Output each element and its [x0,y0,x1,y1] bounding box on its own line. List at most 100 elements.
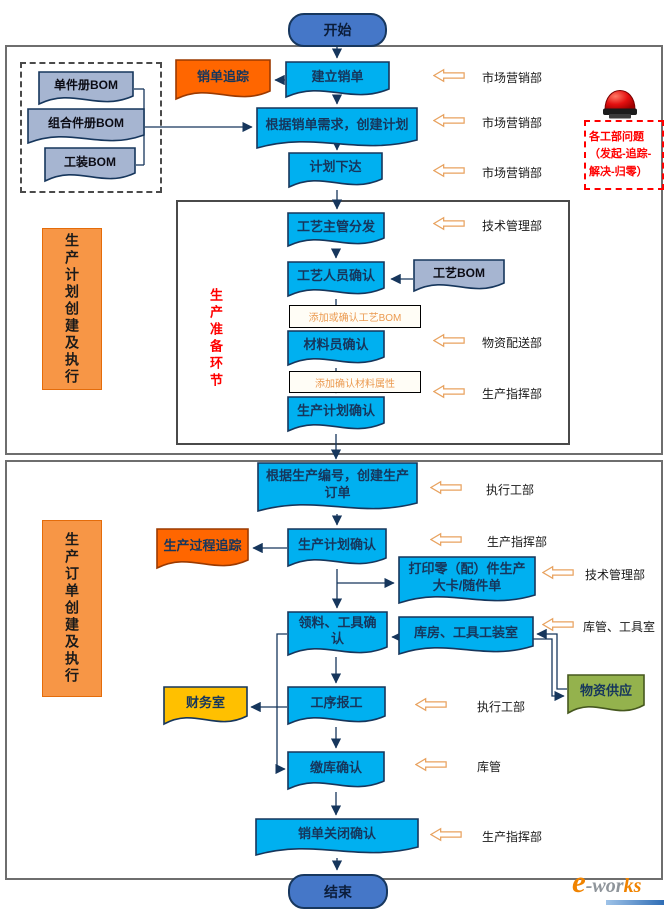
doc-process-bom-label: 工艺BOM [433,265,485,280]
dept-label-11: 执行工部 [477,700,526,714]
hollow-left-arrow-icon [430,532,462,547]
note-add-process-bom-label: 添加或确认工艺BOM [308,313,402,324]
hollow-left-arrow-icon [430,480,462,495]
doc-process-supervisor-distribute: 工艺主管分发 [287,212,385,249]
doc-create-sales-order-label: 建立销单 [311,68,364,84]
dept-label-3: 市场营销部 [482,166,543,180]
stage-bar-order-label: 生产订单创建及执行 [64,532,80,685]
doc-print-production-card-label: 打印零（配）件生产大卡/随件单 [408,561,526,593]
doc-production-plan-confirm-2: 生产计划确认 [287,528,387,569]
doc-bom-single-label: 单件册BOM [54,78,118,92]
doc-material-tool-confirm-label: 领料、工具确认 [298,614,377,646]
production-prep-frame [176,200,570,445]
doc-production-process-tracking-label: 生产过程追踪 [163,537,242,553]
doc-sales-order-close-confirm-label: 销单关闭确认 [297,826,376,842]
doc-material-tool-confirm: 领料、工具确认 [287,611,388,658]
stage-bar-plan: 生产计划创建及执行 [42,228,102,390]
doc-production-plan-confirm-1: 生产计划确认 [287,396,385,434]
doc-sales-order-tracking-label: 销单追踪 [196,68,249,84]
hollow-left-arrow-icon [433,384,465,399]
doc-create-plan: 根据销单需求，创建计划 [256,107,418,151]
doc-material-supply: 物资供应 [567,674,645,716]
start-label: 开始 [323,22,352,38]
doc-bom-tooling: 工装BOM [44,147,136,184]
doc-warehouse-submit-confirm-label: 缴库确认 [309,759,362,775]
doc-bom-tooling-label: 工装BOM [64,154,116,169]
doc-finance-office-label: 财务室 [185,694,225,710]
doc-material-supply-label: 物资供应 [579,683,632,699]
dept-arrow-5 [433,333,465,348]
doc-production-process-tracking: 生产过程追踪 [156,528,249,571]
dept-arrow-7 [430,480,462,495]
end-terminator: 结束 [288,874,388,909]
dept-arrow-3 [433,163,465,178]
doc-process-supervisor-distribute-label: 工艺主管分发 [296,218,375,234]
dept-label-4: 技术管理部 [482,219,543,233]
dept-label-2: 市场营销部 [482,116,543,130]
dept-label-5: 物资配送部 [482,336,543,350]
hollow-left-arrow-icon [415,757,447,772]
hollow-left-arrow-icon [433,216,465,231]
doc-plan-release-label: 计划下达 [309,159,362,175]
stage-bar-plan-label: 生产计划创建及执行 [64,232,80,386]
doc-warehouse-tool-room: 库房、工具工装室 [398,616,534,657]
section-order-frame [5,460,663,880]
dept-label-8: 生产指挥部 [487,535,548,549]
dept-label-10: 库管、工具室 [583,620,656,634]
dept-arrow-1 [433,68,465,83]
dept-arrow-12 [415,757,447,772]
stage-bar-order: 生产订单创建及执行 [42,520,102,697]
doc-print-production-card: 打印零（配）件生产大卡/随件单 [398,556,536,606]
dept-arrow-13 [430,827,462,842]
issue-note-label: 各工部问题（发起-追踪-解决-归零） [589,131,652,178]
eworks-logo-underline [606,900,664,905]
start-terminator: 开始 [288,13,387,47]
doc-create-plan-label: 根据销单需求，创建计划 [265,117,409,133]
dept-arrow-4 [433,216,465,231]
doc-material-clerk-confirm-label: 材料员确认 [303,337,369,353]
doc-material-clerk-confirm: 材料员确认 [287,330,385,368]
doc-production-plan-confirm-2-label: 生产计划确认 [297,536,376,552]
dept-arrow-9 [542,565,574,580]
dept-arrow-8 [430,532,462,547]
doc-process-staff-confirm-label: 工艺人员确认 [296,268,375,284]
eworks-logo-e: e [572,864,586,899]
doc-bom-single: 单件册BOM [38,71,134,107]
doc-finance-office: 财务室 [163,686,248,727]
doc-process-staff-confirm: 工艺人员确认 [287,261,385,299]
doc-sales-order-tracking: 销单追踪 [175,59,271,102]
doc-bom-combo: 组合件册BOM [27,108,145,146]
dept-label-13: 生产指挥部 [482,830,543,844]
note-add-material-attr-label: 添加确认材料属性 [315,378,395,390]
doc-sales-order-close-confirm: 销单关闭确认 [255,818,419,858]
doc-bom-combo-label: 组合件册BOM [48,116,124,130]
dept-label-7: 执行工部 [486,483,535,497]
dept-label-9: 技术管理部 [585,568,646,582]
dept-arrow-2 [433,113,465,128]
issue-note-box: 各工部问题（发起-追踪-解决-归零） [584,120,664,190]
note-add-process-bom: 添加或确认工艺BOM [289,305,421,328]
doc-process-work-report: 工序报工 [287,686,386,727]
hollow-left-arrow-icon [433,333,465,348]
doc-process-bom: 工艺BOM [413,259,505,294]
hollow-left-arrow-icon [433,113,465,128]
alarm-light-icon [597,70,643,125]
dept-label-12: 库管 [477,760,502,774]
hollow-left-arrow-icon [542,617,574,632]
eworks-logo-ks: ks [623,875,642,897]
note-add-material-attr: 添加确认材料属性 [289,371,421,393]
end-label: 结束 [324,883,352,900]
production-prep-label: 生产准备环节 [208,288,223,390]
doc-production-plan-confirm-1-label: 生产计划确认 [296,403,375,419]
eworks-logo-mid: -wor [585,875,624,897]
dept-label-1: 市场营销部 [482,71,543,85]
hollow-left-arrow-icon [433,68,465,83]
dept-label-6: 生产指挥部 [482,387,543,401]
hollow-left-arrow-icon [415,697,447,712]
doc-process-work-report-label: 工序报工 [310,694,363,710]
dept-arrow-10 [542,617,574,632]
dept-arrow-11 [415,697,447,712]
hollow-left-arrow-icon [542,565,574,580]
